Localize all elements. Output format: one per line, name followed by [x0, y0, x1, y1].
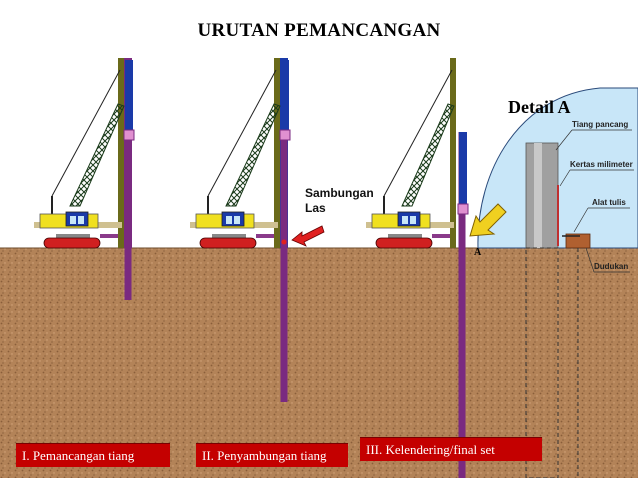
crawler-track	[43, 237, 101, 249]
crane-cab	[65, 211, 89, 227]
weld-label-line2: Las	[305, 201, 326, 215]
label-kertas-milimeter: Kertas milimeter	[570, 160, 633, 169]
stage-3-label: III. Kelendering/final set	[360, 437, 542, 461]
hammer	[459, 132, 467, 204]
label-alat-tulis: Alat tulis	[592, 198, 626, 207]
leader-mast	[274, 58, 280, 248]
stage-1-label: I. Pemancangan tiang	[16, 443, 170, 467]
detail-a-title: Detail A	[508, 97, 571, 117]
weld-label: Sambungan Las	[305, 186, 374, 216]
leader-mast	[118, 58, 124, 248]
detail-arrow	[469, 203, 507, 237]
crane-stage-3	[366, 58, 507, 478]
label-dudukan: Dudukan	[594, 262, 629, 271]
detail-a-contents	[525, 129, 634, 478]
crawler-track	[375, 237, 433, 249]
crane-cab	[221, 211, 245, 227]
crane-stage-1	[34, 58, 135, 300]
weld-joint	[281, 239, 287, 245]
label-tiang-pancang: Tiang pancang	[572, 120, 629, 129]
hammer	[281, 60, 289, 130]
boom-lattice	[225, 103, 281, 207]
crane-cab	[397, 211, 421, 227]
hammer	[125, 60, 133, 130]
weld-arrow	[291, 225, 325, 247]
crane-stage-2	[190, 58, 325, 402]
crawler-track	[199, 237, 257, 249]
stage-2-label: II. Penyambungan tiang	[196, 443, 348, 467]
weld-label-line1: Sambungan	[305, 186, 374, 200]
boom-lattice	[401, 103, 455, 207]
leader-mast	[450, 58, 456, 248]
boom-lattice	[69, 103, 125, 207]
diagram-title: URUTAN PEMANCANGAN	[197, 20, 441, 41]
marker-a: A	[474, 247, 482, 258]
